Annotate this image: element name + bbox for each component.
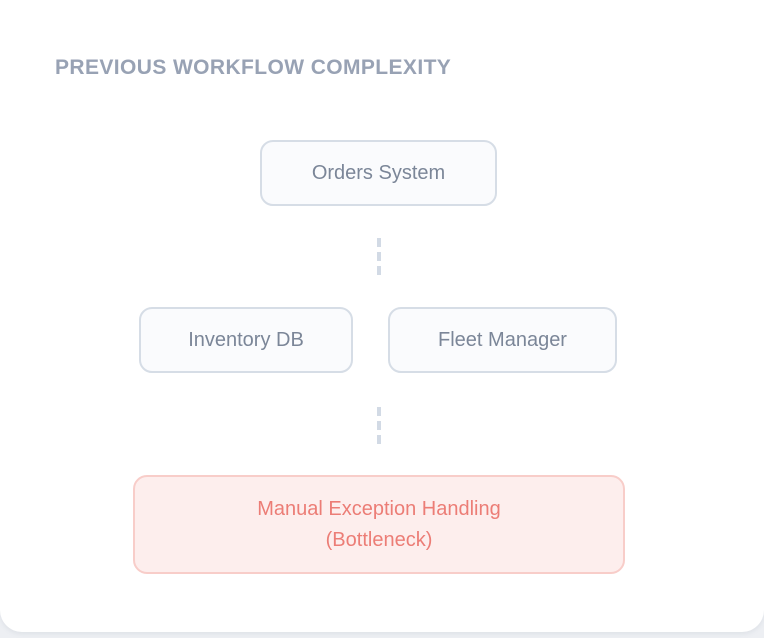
- node-inventory-db-label: Inventory DB: [188, 329, 304, 351]
- connector-dash: [377, 407, 381, 416]
- connector-dash: [377, 252, 381, 261]
- node-bottleneck-label: Manual Exception Handling: [257, 497, 501, 520]
- connector-dash: [377, 421, 381, 430]
- node-orders-system-label: Orders System: [311, 162, 446, 184]
- dashed-connector-top: [377, 238, 381, 275]
- node-manual-exception-bottleneck: Manual Exception Handling (Bottleneck): [133, 475, 625, 574]
- node-inventory-db: Inventory DB: [139, 307, 353, 373]
- connector-dash: [377, 266, 381, 275]
- node-fleet-manager: Fleet Manager: [388, 307, 617, 373]
- section-title: PREVIOUS WORKFLOW COMPLEXITY: [55, 56, 452, 79]
- node-bottleneck-sublabel: (Bottleneck): [325, 528, 433, 551]
- dashed-connector-bottom: [377, 407, 381, 444]
- connector-dash: [377, 435, 381, 444]
- connector-dash: [377, 238, 381, 247]
- node-orders-system: Orders System: [260, 140, 497, 206]
- node-fleet-manager-label: Fleet Manager: [438, 329, 567, 351]
